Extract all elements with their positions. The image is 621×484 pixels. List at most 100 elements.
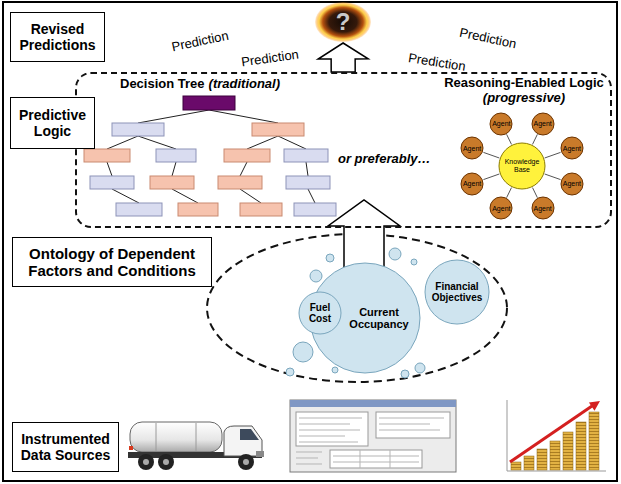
hollow-up-arrow: [328, 200, 400, 268]
stage-label-text: Ontology of Dependent Factors and Condit…: [19, 245, 205, 280]
circle-text: Knowledge Base: [502, 158, 542, 173]
stage-label-text: Revised Predictions: [17, 21, 98, 53]
truck-tank: [130, 422, 222, 452]
knowledge-base-circle: [499, 143, 545, 189]
factor-bubble: Financial Objectives: [424, 259, 490, 325]
prediction-label: Prediction: [170, 28, 230, 55]
tree-box: [156, 149, 196, 162]
coin-stack: [589, 412, 599, 470]
agent-circle: Agent: [531, 196, 555, 220]
flow-arrow: [318, 43, 368, 72]
stage-label-box: Ontology of Dependent Factors and Condit…: [12, 237, 212, 287]
bubble: [415, 363, 425, 373]
agent-circle: [561, 137, 583, 159]
coin-stack: [537, 449, 547, 470]
tree-box: [178, 203, 218, 216]
bubble: [332, 367, 338, 373]
stage-label-box: Revised Predictions: [10, 12, 105, 62]
bubble: [286, 368, 294, 376]
circle-text: Agent: [463, 145, 481, 153]
tree-box: [84, 149, 130, 162]
tank-band: [156, 423, 196, 451]
screen-window: [290, 400, 456, 472]
circle-text: Agent: [563, 145, 581, 153]
tree-box: [90, 176, 134, 189]
tree-box: [284, 149, 328, 162]
circle-text: Agent: [463, 180, 481, 188]
text-group: or preferably…: [338, 152, 430, 167]
agent-circle: [561, 173, 583, 195]
frame-border: [3, 2, 617, 481]
circle-text: Current Occupancy: [345, 306, 413, 330]
small-bubbles: [286, 248, 425, 378]
screen-table: [330, 450, 422, 468]
label-anchor: Prediction: [407, 50, 466, 74]
link-line: [532, 188, 537, 198]
factor-bubble: [425, 260, 489, 324]
wheel-hub: [163, 459, 169, 465]
tanker-truck: [128, 422, 264, 470]
trend-arrow-head: [589, 401, 600, 411]
agent-circle: Agent: [460, 136, 484, 160]
agent-circle: [490, 113, 512, 135]
link-line: [507, 134, 512, 144]
tree-box: [116, 203, 162, 216]
bubble: [389, 248, 401, 260]
label-anchor: Prediction: [240, 47, 299, 70]
prediction-label: Prediction: [458, 25, 518, 52]
bubble: [310, 270, 322, 282]
bubble: [326, 254, 334, 262]
circle-text: ?: [336, 9, 351, 35]
trend-arrow-line: [510, 406, 592, 462]
agent-circle: Agent: [560, 172, 584, 196]
factor-bubble: Fuel Cost: [298, 291, 342, 335]
tree-box: [224, 149, 270, 162]
tree-box: [286, 176, 330, 189]
link-line: [483, 174, 499, 180]
coin-stack: [550, 441, 560, 470]
screen-panel: [376, 412, 450, 438]
text-group: Reasoning-Enabled Logic(progressive): [440, 76, 608, 106]
tree-box: [150, 176, 194, 189]
stage-label-box: Predictive Logic: [10, 97, 95, 149]
stage-label-text: Instrumented Data Sources: [19, 431, 112, 463]
link-line: [545, 152, 561, 158]
tree-root-box: [183, 96, 235, 110]
truck-wheel: [138, 454, 154, 470]
outcome-glow-circle: ?: [314, 1, 372, 43]
software-screenshot: [290, 400, 456, 472]
region-heading: Reasoning-Enabled Logic: [444, 76, 604, 91]
agent-circle: [461, 173, 483, 195]
screen-panel: [296, 412, 368, 446]
circle-text: Agent: [492, 120, 510, 128]
tree-box: [112, 123, 164, 136]
link-line: [507, 188, 512, 198]
circle-text: Agent: [534, 205, 552, 213]
truck-window: [240, 429, 259, 440]
chart-axis: [507, 400, 606, 471]
knowledge-base-circle: Knowledge Base: [498, 142, 546, 190]
tree-box: [240, 203, 282, 216]
text-group: Decision Tree(traditional): [120, 77, 280, 92]
truck-light: [129, 446, 133, 450]
coin-stack: [563, 432, 573, 470]
circle-text: Financial Objectives: [428, 281, 486, 303]
bubble: [401, 370, 409, 378]
agent-circle: [532, 113, 554, 135]
bubble: [411, 259, 417, 265]
circle-text: Agent: [492, 205, 510, 213]
decision-tree-boxes: [84, 96, 336, 216]
screen-rows: [296, 418, 444, 468]
screen-titlebar: [290, 400, 456, 407]
tree-box: [252, 123, 304, 136]
agent-circle: Agent: [560, 136, 584, 160]
label-anchor: Prediction: [458, 25, 518, 52]
growth-chart: [507, 400, 606, 471]
region-heading: (traditional): [209, 77, 281, 92]
circle-text: Fuel Cost: [304, 302, 336, 324]
stage-label-text: Predictive Logic: [17, 107, 88, 139]
region-heading: (progressive): [483, 91, 565, 106]
agent-circle: Agent: [489, 112, 513, 136]
